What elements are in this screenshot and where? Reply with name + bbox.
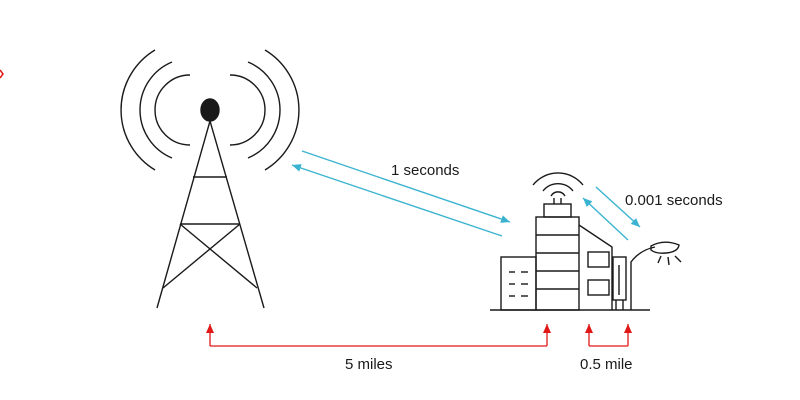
cell-tower-icon bbox=[120, 49, 300, 309]
tower-link-time: 1 seconds bbox=[391, 162, 459, 179]
office-building-icon bbox=[490, 172, 650, 311]
edge-link-arrows bbox=[582, 186, 641, 241]
downlink-arrow bbox=[291, 164, 503, 237]
tower-distance-label: 5 miles bbox=[345, 356, 393, 373]
tower-distance-bracket bbox=[206, 324, 551, 347]
edge-uplink-arrow bbox=[595, 186, 641, 228]
tower-link-arrows bbox=[291, 150, 511, 237]
edge-distance-bracket bbox=[585, 324, 632, 347]
edge-distance-label: 0.5 mile bbox=[580, 356, 633, 373]
edge-device-icon bbox=[612, 256, 627, 310]
edge-downlink-arrow bbox=[582, 197, 629, 241]
street-light-icon bbox=[630, 241, 682, 310]
edge-mark bbox=[0, 69, 4, 79]
edge-link-time: 0.001 seconds bbox=[625, 192, 723, 209]
uplink-arrow bbox=[301, 150, 511, 223]
